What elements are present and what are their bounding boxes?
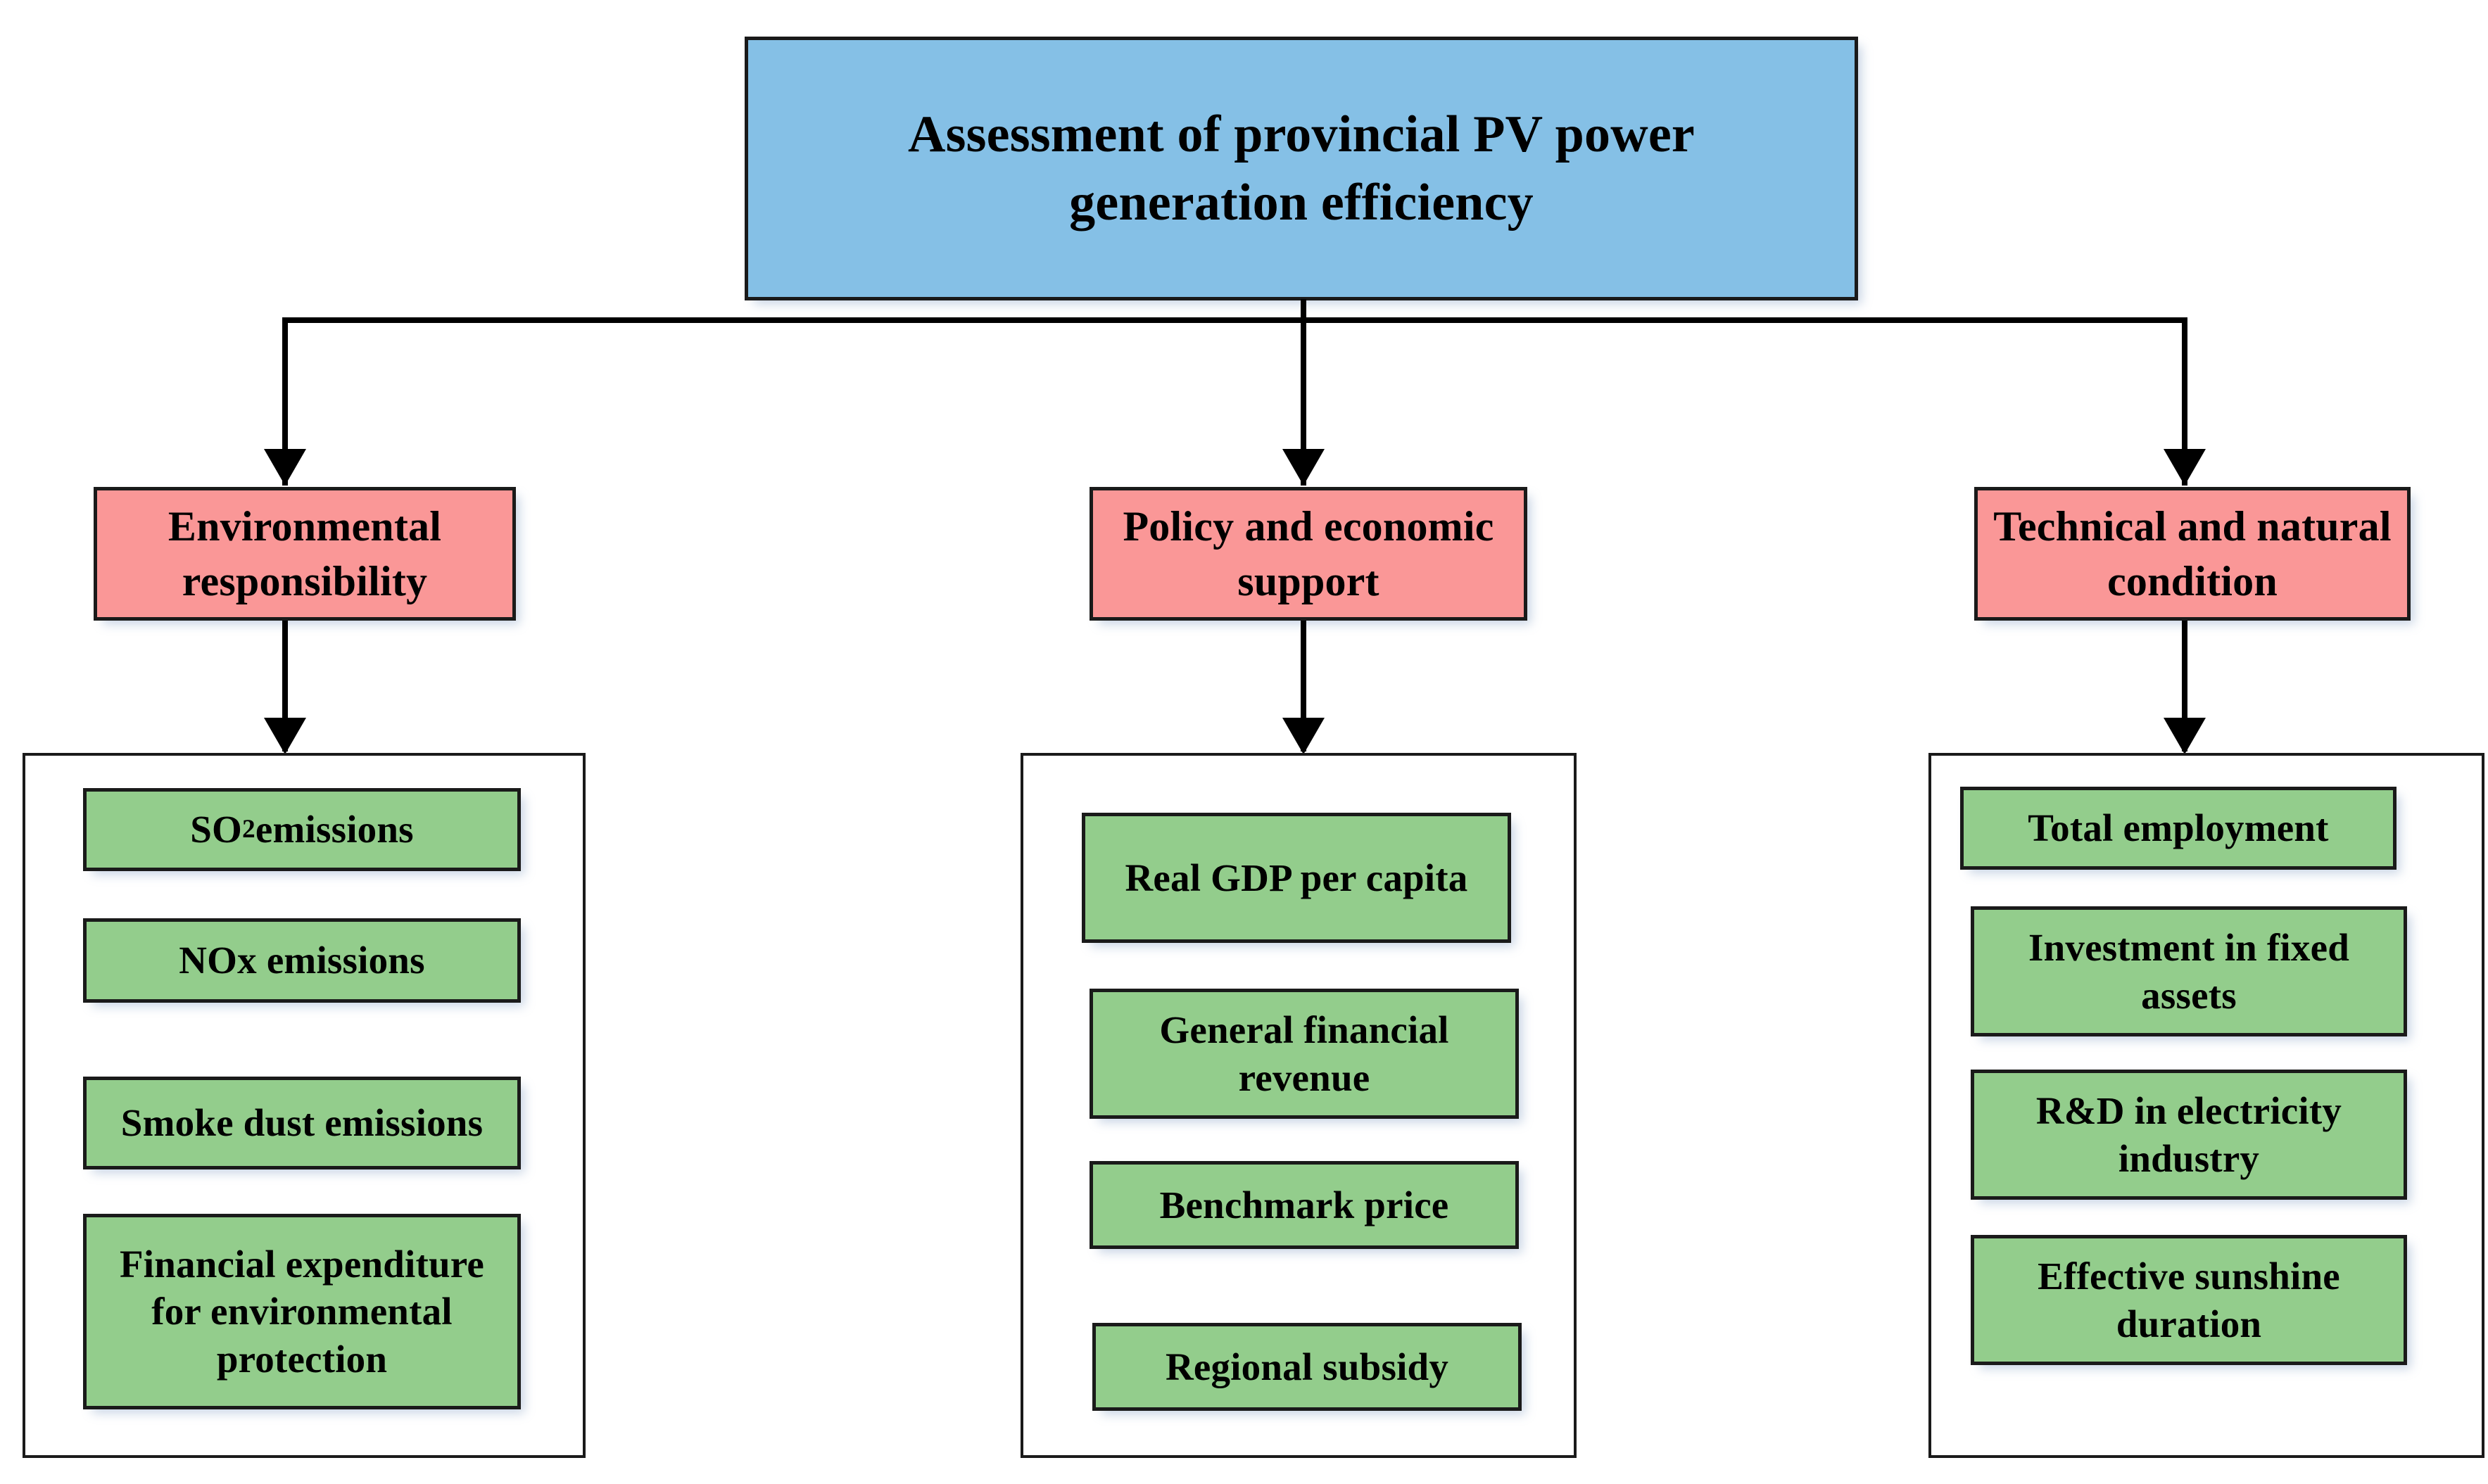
- category-node-technical-and-natural-condition: Technical and natural condition: [1974, 487, 2411, 621]
- connector-root-to-category-2: [2182, 320, 2187, 486]
- indicator-box-effective-sunshine-duration: Effective sunshine duration: [1971, 1235, 2407, 1365]
- root-node-assessment: Assessment of provincial PV power genera…: [745, 37, 1858, 300]
- indicator-label-so2-subscript: 2: [241, 815, 255, 844]
- indicator-box-regional-subsidy: Regional subsidy: [1092, 1323, 1522, 1411]
- arrowhead-root-to-category-2: [2164, 449, 2206, 486]
- arrowhead-category-0-to-group-0: [264, 718, 306, 754]
- arrowhead-category-1-to-group-1: [1282, 718, 1325, 754]
- indicator-box-benchmark-price: Benchmark price: [1090, 1161, 1519, 1249]
- indicator-box-nox-emissions: NOx emissions: [83, 918, 521, 1003]
- indicator-box-general-financial-revenue: General financial revenue: [1090, 989, 1519, 1119]
- indicator-box-rd-in-electricity-industry: R&D in electricity industry: [1971, 1070, 2407, 1200]
- connector-root-to-category-1: [1301, 320, 1306, 486]
- indicator-box-real-gdp-per-capita: Real GDP per capita: [1082, 813, 1511, 943]
- connector-root-to-category-0: [282, 320, 288, 486]
- indicator-box-investment-in-fixed-assets: Investment in fixed assets: [1971, 906, 2407, 1036]
- category-node-policy-and-economic-support: Policy and economic support: [1090, 487, 1527, 621]
- indicator-box-total-employment: Total employment: [1960, 787, 2397, 870]
- horizontal-bus-connector: [282, 317, 2187, 323]
- indicator-box-smoke-dust-emissions: Smoke dust emissions: [83, 1077, 521, 1169]
- indicator-label-so2-text-after: emissions: [255, 808, 414, 851]
- indicator-label-so2-text-before: SO: [190, 808, 242, 851]
- arrowhead-category-2-to-group-2: [2164, 718, 2206, 754]
- arrowhead-root-to-category-1: [1282, 449, 1325, 486]
- connector-category-1-to-group-1: [1301, 621, 1306, 751]
- indicator-box-financial-expenditure-for-environmental-protection: Financial expenditure for environmental …: [83, 1214, 521, 1409]
- root-stem-connector: [1301, 299, 1306, 322]
- connector-category-0-to-group-0: [282, 621, 288, 751]
- arrowhead-root-to-category-0: [264, 449, 306, 486]
- connector-category-2-to-group-2: [2182, 621, 2187, 751]
- category-node-environmental-responsibility: Environmental responsibility: [94, 487, 516, 621]
